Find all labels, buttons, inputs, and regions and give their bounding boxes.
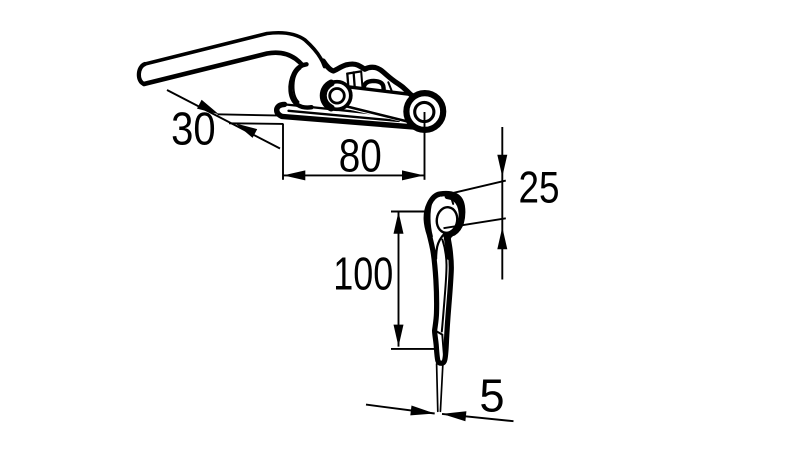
svg-text:80: 80 <box>339 130 382 182</box>
svg-text:30: 30 <box>171 102 216 154</box>
svg-text:100: 100 <box>333 247 393 299</box>
svg-text:5: 5 <box>479 370 504 422</box>
svg-text:25: 25 <box>519 164 560 213</box>
